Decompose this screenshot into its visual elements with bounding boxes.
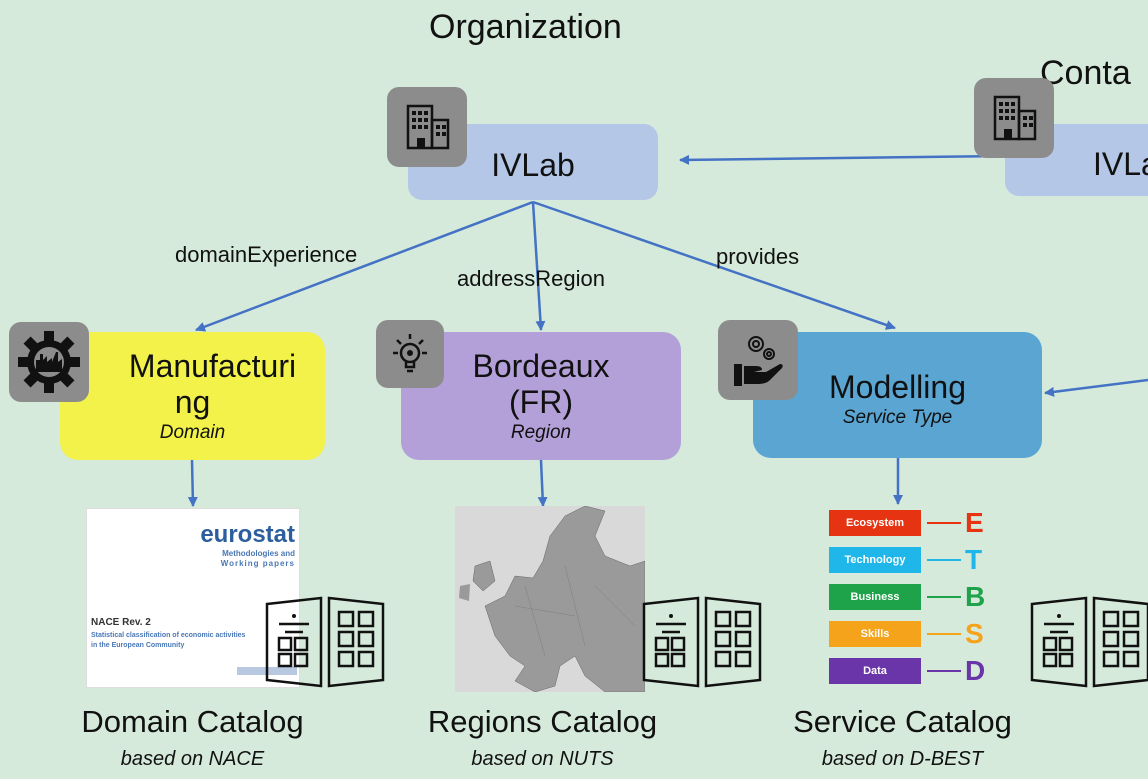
dbest-label: Skills xyxy=(829,621,921,647)
edge-region-to-catalog xyxy=(537,459,548,507)
regions-catalog-title: Regions Catalog xyxy=(427,704,658,739)
catalog-icon xyxy=(265,596,385,688)
gear-hand-icon xyxy=(718,320,798,400)
modelling-subtitle: Service Type xyxy=(842,407,953,428)
eurostat-tagline-line1: Methodologies and xyxy=(222,549,295,558)
ivlab-contact-node: IVLa xyxy=(1005,124,1148,196)
catalog-icon xyxy=(642,596,762,688)
eurostat-tagline-line2: Working papers xyxy=(220,559,295,568)
dbest-row: Business B xyxy=(829,581,986,612)
lightbulb-icon xyxy=(376,320,444,388)
dbest-row: Skills S xyxy=(829,618,984,649)
dbest-letter: S xyxy=(965,618,984,649)
dbest-label: Data xyxy=(829,658,921,684)
modelling-node: Modelling Service Type xyxy=(753,332,1042,458)
service-catalog-subtitle: based on D-BEST xyxy=(821,748,984,770)
building-icon xyxy=(387,87,467,167)
gear-factory-icon xyxy=(9,322,89,402)
edge-label-address-region: addressRegion xyxy=(457,266,605,291)
service-catalog-title: Service Catalog xyxy=(793,704,1012,739)
edge-domain-to-catalog xyxy=(187,459,198,507)
dbest-connector xyxy=(927,522,961,524)
edge-label-domain-experience: domainExperience xyxy=(175,242,358,267)
organization-heading: Organization xyxy=(429,8,622,46)
dbest-row: Ecosystem E xyxy=(829,507,984,538)
ivlab-contact-title: IVLa xyxy=(1093,146,1148,182)
eurostat-brand: eurostat xyxy=(200,521,295,548)
dbest-row: Technology T xyxy=(829,544,983,575)
nace-desc-line1: Statistical classification of economic a… xyxy=(91,632,246,639)
dbest-label: Business xyxy=(829,584,921,610)
catalog-icon xyxy=(1030,596,1148,688)
regions-catalog-subtitle: based on NUTS xyxy=(471,748,614,770)
edge-provides xyxy=(532,200,896,330)
edge-label-provides: provides xyxy=(716,244,800,269)
nace-document: eurostat Methodologies and Working paper… xyxy=(86,508,300,688)
manufacturing-node: Manufacturi ng Domain xyxy=(60,332,325,460)
dbest-graphic: Ecosystem E Technology T Business B Skills S Dat… xyxy=(829,507,1009,690)
building-icon xyxy=(974,78,1054,158)
nace-title: NACE Rev. 2 xyxy=(91,617,151,628)
dbest-label: Technology xyxy=(829,547,921,573)
manufacturing-title-line1: Manufacturi xyxy=(128,348,297,384)
europe-map xyxy=(455,506,645,692)
edge-right-to-modelling xyxy=(1044,378,1148,397)
dbest-row: Data D xyxy=(829,655,986,686)
manufacturing-subtitle: Domain xyxy=(159,422,226,443)
dbest-connector xyxy=(927,596,961,598)
bordeaux-subtitle: Region xyxy=(510,422,572,443)
dbest-letter: B xyxy=(965,581,986,612)
bordeaux-node: Bordeaux (FR) Region xyxy=(401,332,681,460)
dbest-label: Ecosystem xyxy=(829,510,921,536)
dbest-letter: D xyxy=(965,655,986,686)
dbest-letter: E xyxy=(965,507,984,538)
dbest-connector xyxy=(927,559,961,561)
edge-domain-experience xyxy=(195,200,534,332)
dbest-connector xyxy=(927,670,961,672)
modelling-title: Modelling xyxy=(829,369,966,405)
manufacturing-title-line2: ng xyxy=(174,384,211,420)
domain-catalog-title: Domain Catalog xyxy=(81,704,304,739)
edge-contact-to-ivlab xyxy=(679,154,1006,165)
bordeaux-title-line2: (FR) xyxy=(509,384,573,420)
domain-catalog-subtitle: based on NACE xyxy=(120,748,265,770)
contact-heading: Conta xyxy=(1040,54,1131,92)
bordeaux-title-line1: Bordeaux xyxy=(472,348,610,384)
ivlab-title: IVLab xyxy=(491,147,575,183)
dbest-connector xyxy=(927,633,961,635)
dbest-letter: T xyxy=(965,544,983,575)
edge-address-region xyxy=(531,201,546,331)
nace-desc-line2: in the European Community xyxy=(91,642,185,649)
